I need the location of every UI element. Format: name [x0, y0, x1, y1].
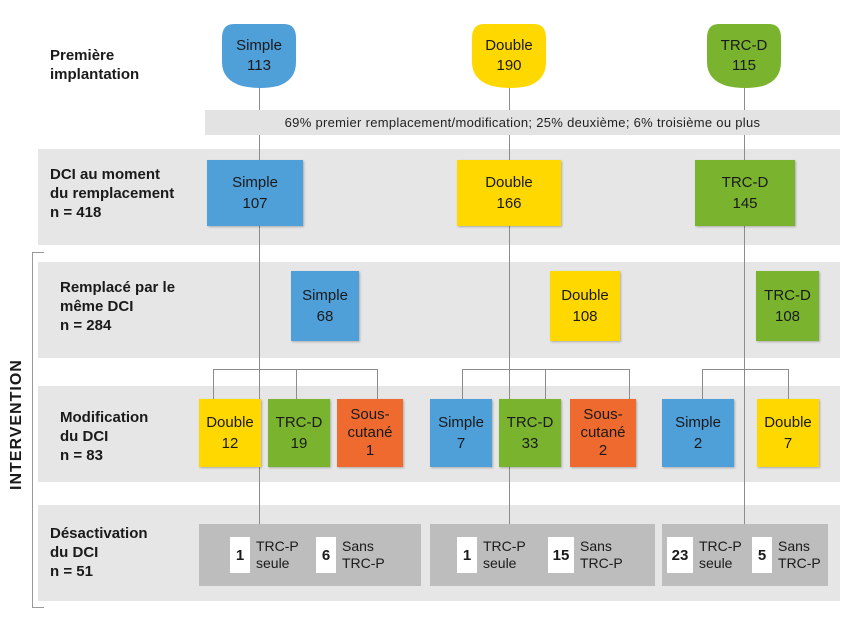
deactivation-col1-trcp-alone: 1 TRC-P seule — [230, 537, 299, 573]
row-label-first-implant: Première implantation — [50, 47, 140, 83]
branch-drop-col1-a — [213, 369, 214, 399]
modification-value: 12 — [221, 435, 239, 452]
deactivation-col2-trcp-alone: 1 TRC-P seule — [457, 537, 526, 573]
modification-label: TRC-D — [506, 414, 554, 431]
modification-value: 2 — [598, 442, 608, 459]
deactivation-col2-without-trcp: 15 Sans TRC-P — [548, 537, 623, 573]
deactivation-label: TRC-P seule — [256, 538, 299, 571]
first-implant-simple-label: Simple — [236, 37, 282, 54]
deactivation-count: 5 — [752, 537, 772, 573]
row-label-same-device: Remplacé par le même DCI n = 284 — [60, 279, 176, 334]
first-implant-double-value: 190 — [496, 57, 522, 74]
first-implant-double: Double 190 — [470, 22, 548, 90]
replacement-trcd-label: TRC-D — [721, 174, 769, 191]
branch-horizontal-col1 — [213, 369, 378, 370]
same-device-double: Double 108 — [550, 271, 620, 341]
modification-label: Sous- cutané — [580, 406, 626, 441]
modification-col2-trcd: TRC-D 33 — [499, 399, 561, 467]
first-implant-double-label: Double — [485, 37, 533, 54]
branch-horizontal-col3 — [702, 369, 789, 370]
modification-label: Simple — [438, 414, 484, 431]
modification-label: Simple — [675, 414, 721, 431]
first-implant-trcd: TRC-D 115 — [705, 22, 783, 90]
modification-label: Sous- cutané — [347, 406, 393, 441]
deactivation-label: Sans TRC-P — [342, 538, 385, 571]
same-device-simple: Simple 68 — [291, 271, 359, 341]
deactivation-label: Sans TRC-P — [778, 538, 821, 571]
modification-value: 7 — [456, 435, 466, 452]
same-device-double-label: Double — [561, 287, 609, 304]
same-device-trcd-value: 108 — [774, 308, 801, 325]
modification-label: Double — [206, 414, 254, 431]
row-label-modification: Modification du DCI n = 83 — [60, 409, 149, 464]
same-device-trcd-label: TRC-D — [764, 287, 811, 304]
modification-value: 1 — [365, 442, 375, 459]
modification-label: Double — [764, 414, 812, 431]
branch-drop-col2-c — [629, 369, 630, 399]
deactivation-label: Sans TRC-P — [580, 538, 623, 571]
connector-col3 — [744, 80, 745, 525]
deactivation-count: 6 — [316, 537, 336, 573]
modification-col1-double: Double 12 — [199, 399, 261, 467]
modification-label: TRC-D — [275, 414, 323, 431]
branch-drop-col1-c — [377, 369, 378, 399]
modification-value: 19 — [290, 435, 308, 452]
modification-col2-simple: Simple 7 — [430, 399, 492, 467]
modification-col1-souscutane: Sous- cutané 1 — [337, 399, 403, 467]
same-device-simple-value: 68 — [316, 308, 334, 325]
branch-drop-col3-b — [788, 369, 789, 399]
intervention-label: INTERVENTION — [8, 359, 25, 490]
branch-drop-col2-b — [545, 369, 546, 399]
modification-col1-trcd: TRC-D 19 — [268, 399, 330, 467]
band-same-device — [38, 262, 840, 358]
replacement-double-value: 166 — [496, 195, 522, 212]
deactivation-count: 15 — [548, 537, 574, 573]
modification-col3-double: Double 7 — [757, 399, 819, 467]
replacement-double: Double 166 — [457, 160, 561, 226]
replacement-banner: 69% premier remplacement/modification; 2… — [205, 110, 840, 135]
modification-col2-souscutane: Sous- cutané 2 — [570, 399, 636, 467]
deactivation-col1-without-trcp: 6 Sans TRC-P — [316, 537, 385, 573]
modification-value: 33 — [521, 435, 539, 452]
same-device-simple-label: Simple — [302, 287, 348, 304]
first-implant-trcd-label: TRC-D — [720, 37, 768, 54]
first-implant-simple-value: 113 — [247, 57, 271, 74]
deactivation-count: 23 — [667, 537, 693, 573]
modification-value: 2 — [693, 435, 703, 452]
deactivation-label: TRC-P seule — [699, 538, 742, 571]
modification-col3-simple: Simple 2 — [662, 399, 734, 467]
branch-drop-col3-a — [702, 369, 703, 399]
same-device-double-value: 108 — [572, 308, 598, 325]
replacement-simple-value: 107 — [242, 195, 268, 212]
connector-col2 — [509, 80, 510, 525]
connector-col1 — [259, 80, 260, 525]
first-implant-simple: Simple 113 — [220, 22, 298, 90]
deactivation-col3-trcp-alone: 23 TRC-P seule — [667, 537, 742, 573]
deactivation-col3-without-trcp: 5 Sans TRC-P — [752, 537, 821, 573]
replacement-trcd: TRC-D 145 — [695, 160, 795, 226]
row-label-replacement: DCI au moment du remplacement n = 418 — [50, 166, 175, 221]
branch-horizontal-col2 — [462, 369, 630, 370]
deactivation-count: 1 — [457, 537, 477, 573]
replacement-simple-label: Simple — [232, 174, 278, 191]
branch-drop-col2-a — [462, 369, 463, 399]
modification-value: 7 — [783, 435, 793, 452]
row-label-deactivation: Désactivation du DCI n = 51 — [50, 525, 148, 580]
replacement-double-label: Double — [485, 174, 533, 191]
deactivation-count: 1 — [230, 537, 250, 573]
same-device-trcd: TRC-D 108 — [756, 271, 819, 341]
replacement-trcd-value: 145 — [732, 195, 758, 212]
first-implant-trcd-value: 115 — [732, 57, 756, 74]
replacement-simple: Simple 107 — [207, 160, 303, 226]
intervention-bracket-vertical — [32, 252, 33, 608]
intervention-bracket-top — [32, 252, 44, 253]
branch-drop-col1-b — [296, 369, 297, 399]
deactivation-label: TRC-P seule — [483, 538, 526, 571]
intervention-bracket-bottom — [32, 607, 44, 608]
